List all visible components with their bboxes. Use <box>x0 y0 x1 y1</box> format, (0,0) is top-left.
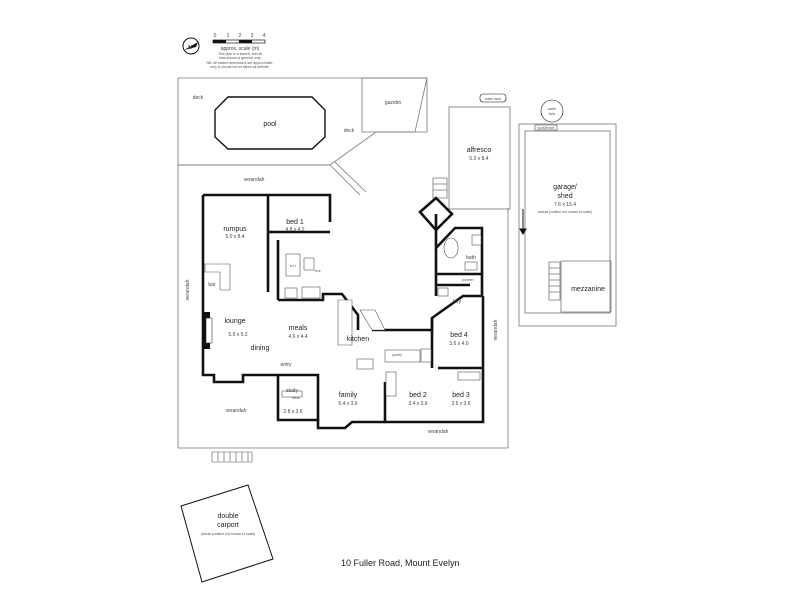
bed2-label: bed 2 <box>409 392 427 399</box>
bed4-label: bed 4 <box>450 332 468 339</box>
lounge-label: lounge <box>224 318 245 325</box>
pool-shape <box>214 96 326 150</box>
bar-label: bar <box>208 282 216 288</box>
scale-note-2: data shown is general only. <box>219 56 261 60</box>
garage-inner <box>524 130 611 314</box>
deck-label-2: deck <box>344 128 355 134</box>
wir-label: w.i.r <box>290 264 297 268</box>
yard-boundary <box>177 164 509 449</box>
gazebo-outline <box>361 77 428 133</box>
verandah-top-label: verandah <box>244 177 265 183</box>
bed1-label: bed 1 <box>286 219 304 226</box>
rumpus-label: rumpus <box>223 226 247 233</box>
water-tank-1-label: water tank <box>485 97 501 101</box>
study-label: study <box>286 388 298 394</box>
family-dim: 5.4 x 3.6 <box>338 401 357 407</box>
verandah-right-label: verandah <box>493 319 499 340</box>
water-tank-2-shape <box>540 99 564 123</box>
scale-tick-0: 0 <box>214 33 217 39</box>
deck-step-line-2 <box>334 161 367 193</box>
alfresco-dim: 5.0 x 8.4 <box>469 156 488 162</box>
scale-tick-2: 2 <box>239 33 242 39</box>
bed4-dim: 3.6 x 4.0 <box>449 341 468 347</box>
dining-label: dining <box>251 345 270 352</box>
bed2-dim: 3.4 x 3.6 <box>408 401 427 407</box>
verandah-bl-label: verandah <box>226 408 247 414</box>
bath-label: bath <box>466 255 476 261</box>
mezzanine-label: mezzanine <box>571 286 605 293</box>
family-label: family <box>339 392 358 399</box>
bed1-dim: 4.8 x 4.2 <box>285 227 304 233</box>
workbench-label: workbench <box>538 126 555 130</box>
bed3-dim: 3.6 x 3.6 <box>451 401 470 407</box>
study-dim: 2.8 x 3.6 <box>283 409 302 415</box>
entry-label: entry <box>280 362 292 368</box>
scale-bar: 0 1 2 3 4 approx. scale (m) This plan is… <box>207 33 274 69</box>
verandah-left-label: verandah <box>185 279 191 300</box>
scale-note-1: This plan is a sketch, and all <box>218 52 262 56</box>
scale-note-4: only & should not be taken as definite. <box>210 65 269 69</box>
carport-outline <box>180 484 274 583</box>
deck-step-line <box>329 164 361 196</box>
carport-label: double <box>217 513 238 520</box>
garage-arrow <box>519 209 527 235</box>
bed3-label: bed 3 <box>452 392 470 399</box>
meals-dim: 4.6 x 4.4 <box>288 334 307 340</box>
carport-label-2: carport <box>217 522 239 529</box>
garage-note: (actual position not shown to scale) <box>538 210 593 214</box>
ens-label: ens. <box>315 269 322 273</box>
desk-label: desk <box>292 396 300 400</box>
fixtures <box>203 234 482 463</box>
powder-label: powder <box>462 278 474 282</box>
meals-label: meals <box>289 325 308 332</box>
rumpus-dim: 5.0 x 8.4 <box>225 234 244 240</box>
svg-text:N: N <box>188 45 192 51</box>
garage-outline <box>518 123 617 327</box>
water-tank-1-shape <box>479 93 507 103</box>
garage-label: garage/ <box>553 184 577 191</box>
garage-dim: 7.6 x 15.4 <box>554 202 576 208</box>
pantry-label: pantry <box>392 353 402 357</box>
alfresco-label: alfresco <box>467 147 492 154</box>
water-tank-2-label: water <box>548 107 557 111</box>
deck-label-1: deck <box>193 95 204 101</box>
kitchen-label: kitchen <box>347 336 369 343</box>
alfresco-steps <box>432 177 448 199</box>
lounge-dim: 5.6 x 5.2 <box>228 332 247 338</box>
scale-tick-4: 4 <box>263 33 266 39</box>
pool-label: pool <box>263 121 277 128</box>
carport-note: (actual position not shown to scale) <box>201 532 256 536</box>
gazebo-label: gazebo <box>385 100 402 106</box>
garage-label-2: shed <box>557 193 572 200</box>
house-walls <box>201 193 485 430</box>
workbench-shape <box>534 124 558 131</box>
scale-tick-3: 3 <box>251 33 254 39</box>
mezzanine-stairs <box>548 261 561 301</box>
scale-label: approx. scale (m) <box>221 46 260 52</box>
north-arrow-icon: N <box>182 37 200 55</box>
address-label: 10 Fuller Road, Mount Evelyn <box>341 558 460 568</box>
ldry-label: ldry <box>453 299 462 305</box>
verandah-bottom-label: verandah <box>428 429 449 435</box>
mezzanine-outline <box>560 260 612 313</box>
water-tank-2-label-2: tank <box>549 112 556 116</box>
scale-note-3: NB: All stated dimensions are approximat… <box>207 61 274 65</box>
alfresco-outline <box>448 106 511 210</box>
scale-tick-1: 1 <box>227 33 230 39</box>
